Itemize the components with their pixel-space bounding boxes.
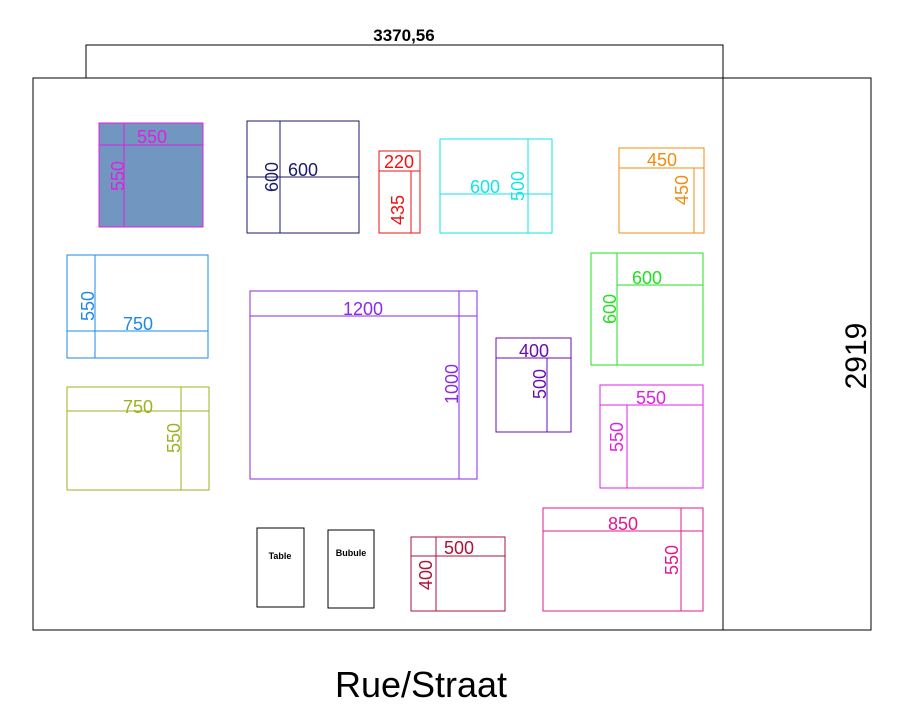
booth-4-width-label: 600 <box>470 177 500 197</box>
booth-1-outline <box>98 122 204 228</box>
fixture-table: Table <box>256 527 305 608</box>
fixture-table-label: Table <box>269 551 292 561</box>
booth-7: 1200 1000 <box>249 290 478 480</box>
fixture-bubule: Bubule <box>327 529 375 609</box>
top-bar <box>85 44 724 79</box>
booth-6-width-label: 750 <box>123 314 153 334</box>
booth-12: 500 400 <box>410 536 506 612</box>
booth-1-width-label: 550 <box>137 127 167 147</box>
booth-10-width-label: 750 <box>123 397 153 417</box>
booth-6: 750 550 <box>66 254 209 359</box>
booth-5: 450 450 <box>618 147 705 234</box>
side-zone <box>722 77 872 631</box>
booth-10: 750 550 <box>66 386 210 491</box>
fixture-bubule-label: Bubule <box>336 548 367 558</box>
booth-8-depth-label: 600 <box>600 294 620 324</box>
booth-12-width-label: 500 <box>444 538 474 558</box>
booth-7-depth-label: 1000 <box>442 364 462 404</box>
street-label: Rue/Straat <box>335 664 507 705</box>
booth-13: 850 550 <box>542 507 704 612</box>
booth-4: 600 500 <box>439 138 553 234</box>
booth-1: 550 550 <box>98 122 204 228</box>
booth-2-width-label: 600 <box>288 160 318 180</box>
booth-11: 550 550 <box>599 384 704 489</box>
booth-11-width-label: 550 <box>636 388 666 408</box>
depth-dimension-label: 2919 <box>840 323 873 390</box>
booth-8: 600 600 <box>590 252 704 366</box>
booth-4-depth-label: 500 <box>508 171 528 201</box>
booth-2: 600 600 <box>246 120 360 234</box>
booth-3-width-label: 220 <box>384 152 414 172</box>
booth-3-depth-label: 435 <box>388 195 408 225</box>
booth-1-depth-label: 550 <box>108 161 128 191</box>
booth-1-fill <box>99 123 203 227</box>
booth-7-width-label: 1200 <box>343 299 383 319</box>
booth-5-width-label: 450 <box>647 150 677 170</box>
booth-8-width-label: 600 <box>632 268 662 288</box>
booth-9-depth-label: 500 <box>530 369 550 399</box>
booth-6-depth-label: 550 <box>78 291 98 321</box>
booth-9: 400 500 <box>495 337 572 433</box>
booth-11-depth-label: 550 <box>607 422 627 452</box>
booth-13-width-label: 850 <box>608 514 638 534</box>
booth-12-depth-label: 400 <box>416 560 436 590</box>
width-dimension-label: 3370,56 <box>373 26 434 45</box>
booth-3: 220 435 <box>378 150 421 234</box>
booth-9-width-label: 400 <box>519 341 549 361</box>
booth-10-depth-label: 550 <box>164 423 184 453</box>
booth-13-depth-label: 550 <box>662 545 682 575</box>
booth-5-depth-label: 450 <box>672 175 692 205</box>
booth-2-depth-label: 600 <box>262 162 282 192</box>
